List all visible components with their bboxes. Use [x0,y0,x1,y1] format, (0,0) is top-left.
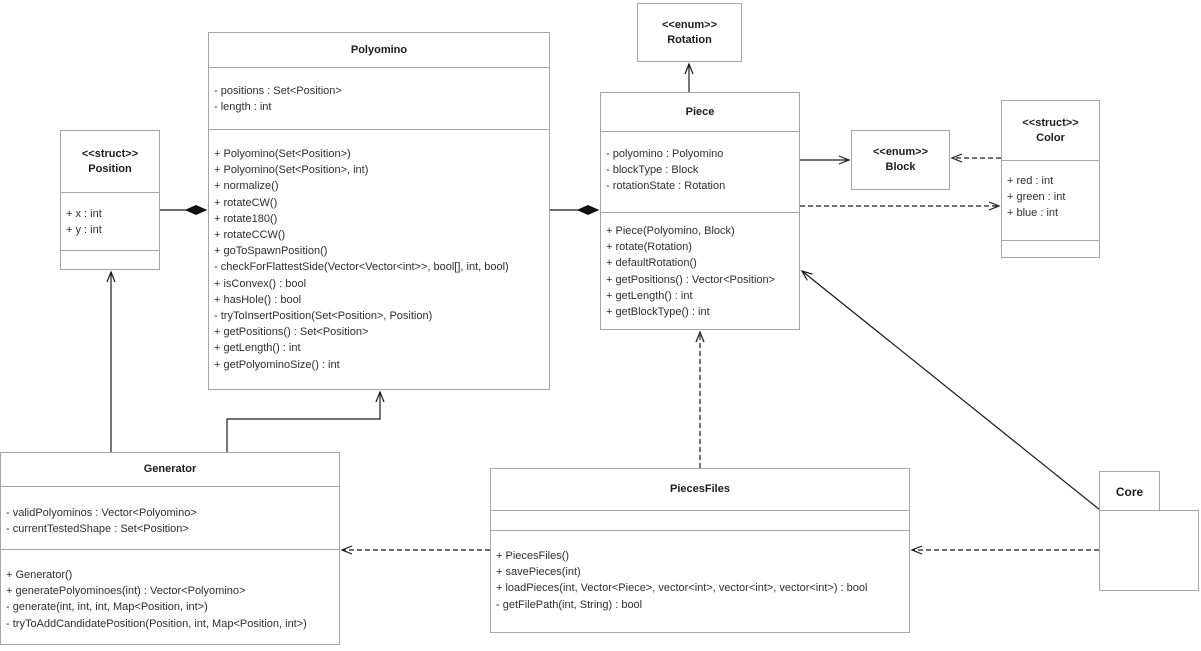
class-generator-methods: + Generator() + generatePolyominoes(int) … [1,550,339,644]
member-row: + rotateCCW() [214,229,286,242]
member-row: + rotate(Rotation) [606,241,692,254]
class-generator-title: Generator [1,453,339,487]
member-row: + getLength() : int [606,289,693,302]
member-row: + PiecesFiles() [496,550,570,562]
member-row: + getLength() : int [214,342,301,355]
stereotype: <<enum>> [661,18,718,31]
class-name: Color [1036,131,1065,144]
member-row: + loadPieces(int, Vector<Piece>, vector<… [496,582,868,595]
member-row: - blockType : Block [606,164,699,177]
class-piece-title: Piece [601,93,799,132]
class-generator: Generator - validPolyominos : Vector<Pol… [0,452,340,645]
member-row: - length : int [214,101,272,114]
class-color-title: <<struct>> Color [1002,101,1099,161]
member-row: - validPolyominos : Vector<Polyomino> [6,507,197,519]
member-row: + defaultRotation() [606,257,697,270]
member-row: - getFilePath(int, String) : bool [496,598,643,611]
class-position-attributes: + x : int + y : int [61,193,159,251]
member-row: + normalize() [214,180,279,193]
class-polyomino: Polyomino - positions : Set<Position> - l… [208,32,550,390]
class-polyomino-title: Polyomino [209,33,549,68]
package-core-tab: Core [1099,471,1160,511]
class-piece: Piece - polyomino : Polyomino - blockType… [600,92,800,330]
class-position-title: <<struct>> Position [61,131,159,193]
class-piecesfiles-attributes [491,511,909,531]
stereotype: <<struct>> [1022,116,1079,129]
member-row: + rotateCW() [214,196,278,209]
member-row: + blue : int [1007,207,1059,220]
member-row: + Generator() [6,569,73,581]
class-name: Polyomino [350,43,408,56]
class-position-methods-empty [61,251,159,269]
association-generator-polyomino [226,390,385,452]
member-row: + Polyomino(Set<Position>, int) [214,164,369,177]
member-row: + generatePolyominoes(int) : Vector<Poly… [6,585,246,598]
class-rotation-title: <<enum>> Rotation [638,4,741,61]
class-piecesfiles-methods: + PiecesFiles() + savePieces(int) + loadPi… [491,531,909,632]
stereotype: <<struct>> [81,147,139,160]
class-rotation: <<enum>> Rotation [637,3,742,62]
class-piecesfiles: PiecesFiles + PiecesFiles() + savePieces(… [490,468,910,633]
class-name: Piece [685,105,715,118]
class-name: Generator [143,463,197,475]
member-row: + isConvex() : bool [214,277,307,290]
member-row: + y : int [66,224,102,237]
member-row: - tryToInsertPosition(Set<Position>, Pos… [214,310,433,323]
member-row: + rotate180() [214,212,278,225]
class-piece-attributes: - polyomino : Polyomino - blockType : Blo… [601,132,799,213]
member-row: + Polyomino(Set<Position>) [214,148,351,160]
class-block-title: <<enum>> Block [852,131,949,189]
class-name: Position [88,162,132,175]
class-block: <<enum>> Block [851,130,950,190]
member-row: + x : int [66,208,102,220]
member-row: + goToSpawnPosition() [214,245,328,258]
member-row: + getBlockType() : int [606,306,710,319]
member-row: + Piece(Polyomino, Block) [606,225,735,237]
package-core-body [1099,510,1199,591]
member-row: - currentTestedShape : Set<Position> [6,523,189,536]
member-row: + hasHole() : bool [214,293,302,306]
member-row: + red : int [1007,175,1054,187]
member-row: + getPositions() : Set<Position> [214,326,369,339]
class-piece-methods: + Piece(Polyomino, Block) + rotate(Rotati… [601,213,799,329]
member-row: + savePieces(int) [496,566,581,579]
class-name: PiecesFiles [670,483,730,495]
member-row: - polyomino : Polyomino [606,148,724,160]
class-color: <<struct>> Color + red : int + green : in… [1001,100,1100,258]
class-color-attributes: + red : int + green : int + blue : int [1002,161,1099,241]
package-name: Core [1115,484,1144,499]
class-polyomino-attributes: - positions : Set<Position> - length : in… [209,68,549,130]
class-name: Block [885,161,916,173]
member-row: - rotationState : Rotation [606,180,726,193]
member-row: - positions : Set<Position> [214,85,342,97]
member-row: - tryToAddCandidatePosition(Position, in… [6,617,307,630]
member-row: + getPositions() : Vector<Position> [606,273,776,286]
class-position: <<struct>> Position + x : int + y : int [60,130,160,270]
member-row: - generate(int, int, int, Map<Position, … [6,601,208,614]
class-piecesfiles-title: PiecesFiles [491,469,909,511]
stereotype: <<enum>> [872,146,929,158]
class-name: Rotation [667,33,712,46]
member-row: + green : int [1007,191,1066,204]
member-row: + getPolyominoSize() : int [214,358,340,371]
class-polyomino-methods: + Polyomino(Set<Position>) + Polyomino(Se… [209,130,549,389]
class-color-methods-empty [1002,241,1099,257]
member-row: - checkForFlattestSide(Vector<Vector<int… [214,261,509,274]
class-generator-attributes: - validPolyominos : Vector<Polyomino> - c… [1,487,339,550]
